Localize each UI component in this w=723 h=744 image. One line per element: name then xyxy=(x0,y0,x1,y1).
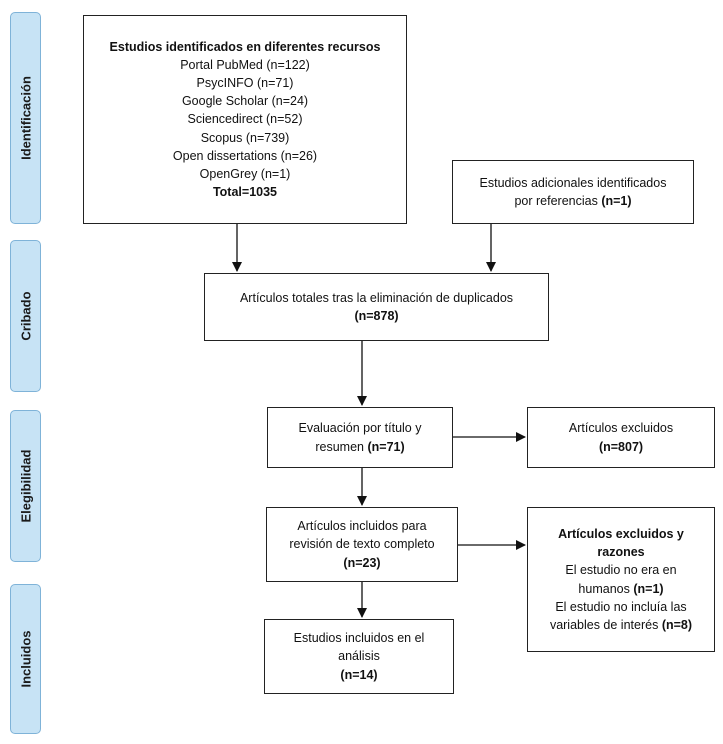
box-additional: Estudios adicionales identificados por r… xyxy=(452,160,694,224)
stage-identificacion: Identificación xyxy=(10,12,41,224)
fulltext-line1: Artículos incluidos para xyxy=(297,519,427,534)
source-item: PsycINFO (n=71) xyxy=(196,76,294,91)
box-screening: Evaluación por título y resumen (n=71) xyxy=(267,407,453,468)
reason1-line1: El estudio no era en xyxy=(565,563,677,578)
box-excluded: Artículos excluidos (n=807) xyxy=(527,407,715,468)
reasons-title2: razones xyxy=(597,545,645,560)
reason2-count: (n=8) xyxy=(661,617,693,632)
source-item: Open dissertations (n=26) xyxy=(172,148,318,163)
sources-title: Estudios identificados en diferentes rec… xyxy=(109,39,381,54)
stage-elegibilidad: Elegibilidad xyxy=(10,410,41,562)
sources-total: Total=1035 xyxy=(212,184,278,199)
fulltext-line2: revisión de texto completo xyxy=(289,537,435,552)
excluded-line1: Artículos excluidos xyxy=(568,421,674,436)
screen-line2: resumen xyxy=(315,439,364,454)
additional-count: (n=1) xyxy=(601,194,632,208)
box-sources: Estudios identificados en diferentes rec… xyxy=(83,15,407,224)
additional-line1: Estudios adicionales identificados xyxy=(479,175,667,190)
reason2-line1: El estudio no incluía las xyxy=(555,599,687,614)
screen-line1: Evaluación por título y xyxy=(298,421,422,436)
fulltext-count: (n=23) xyxy=(343,555,381,570)
included-count: (n=14) xyxy=(340,667,378,682)
stage-incluidos: Incluidos xyxy=(10,584,41,734)
reason1-line2: humanos xyxy=(578,581,630,596)
included-line2: análisis xyxy=(338,649,380,664)
source-item: OpenGrey (n=1) xyxy=(199,166,291,181)
reason2-line2: variables de interés xyxy=(549,617,659,632)
included-line1: Estudios incluidos en el xyxy=(293,631,425,646)
source-item: Sciencedirect (n=52) xyxy=(187,112,303,127)
stage-cribado: Cribado xyxy=(10,240,41,392)
box-dedup: Artículos totales tras la eliminación de… xyxy=(204,273,549,341)
box-fulltext: Artículos incluidos para revisión de tex… xyxy=(266,507,458,582)
reason1-count: (n=1) xyxy=(633,581,664,596)
screen-count: (n=71) xyxy=(367,439,405,454)
source-item: Scopus (n=739) xyxy=(200,130,290,145)
box-reasons: Artículos excluidos y razones El estudio… xyxy=(527,507,715,652)
excluded-count: (n=807) xyxy=(598,439,644,454)
additional-line2: por referencias xyxy=(514,194,598,208)
source-item: Google Scholar (n=24) xyxy=(181,94,309,109)
source-item: Portal PubMed (n=122) xyxy=(180,58,310,73)
reasons-title1: Artículos excluidos y xyxy=(558,527,684,542)
box-included: Estudios incluidos en el análisis (n=14) xyxy=(264,619,454,694)
dedup-line1: Artículos totales tras la eliminación de… xyxy=(239,290,514,305)
dedup-count: (n=878) xyxy=(354,309,399,323)
